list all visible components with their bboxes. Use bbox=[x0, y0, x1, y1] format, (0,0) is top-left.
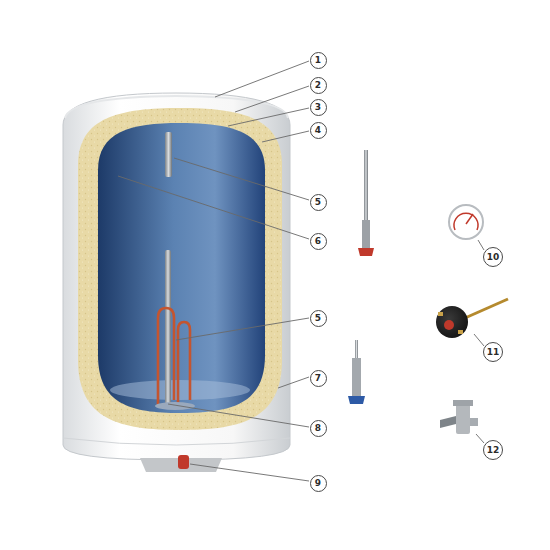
callout-text: 11 bbox=[487, 348, 500, 357]
valve-outlet bbox=[470, 418, 478, 426]
sensor-cap bbox=[348, 396, 365, 404]
callout-text: 2 bbox=[315, 81, 321, 90]
callout-text: 1 bbox=[315, 56, 321, 65]
thermostat-dial bbox=[444, 320, 454, 330]
callout-number: 3 bbox=[310, 99, 327, 116]
inner-tank bbox=[98, 123, 265, 413]
callout-number: 11 bbox=[483, 342, 503, 362]
callout-number: 1 bbox=[310, 52, 327, 69]
callout-text: 7 bbox=[315, 374, 321, 383]
anode-rod bbox=[165, 132, 172, 177]
thermostat-probe bbox=[465, 299, 508, 318]
tank-bottom-shade bbox=[110, 380, 250, 400]
spare-anode-cap bbox=[358, 248, 374, 256]
insulation bbox=[78, 108, 282, 430]
valve-top bbox=[453, 400, 473, 406]
thermostat-terminal bbox=[438, 312, 443, 316]
callout-number: 5 bbox=[310, 194, 327, 211]
element-sheath bbox=[165, 250, 171, 405]
element-flange bbox=[155, 402, 195, 410]
callout-text: 8 bbox=[315, 424, 321, 433]
callout-number: 4 bbox=[310, 122, 327, 139]
callout-text: 5 bbox=[315, 314, 321, 323]
callout-number: 6 bbox=[310, 233, 327, 250]
thermometer-needle bbox=[466, 214, 473, 224]
callout-number: 5 bbox=[310, 310, 327, 327]
callout-text: 4 bbox=[315, 126, 321, 135]
callout-number: 7 bbox=[310, 370, 327, 387]
callout-text: 3 bbox=[315, 103, 321, 112]
callout-text: 5 bbox=[315, 198, 321, 207]
control-knob bbox=[178, 455, 189, 469]
callout-number: 2 bbox=[310, 77, 327, 94]
shell-band bbox=[63, 438, 290, 445]
heating-element bbox=[158, 308, 190, 405]
callout-number: 12 bbox=[483, 440, 503, 460]
callout-number: 9 bbox=[310, 475, 327, 492]
spare-anode-body bbox=[362, 220, 370, 248]
callout-number: 10 bbox=[483, 247, 503, 267]
thermometer-scale bbox=[454, 213, 478, 230]
thermometer bbox=[449, 205, 483, 239]
valve-body bbox=[456, 404, 470, 434]
callout-text: 10 bbox=[487, 253, 500, 262]
sensor-body bbox=[352, 358, 361, 396]
callout-number: 8 bbox=[310, 420, 327, 437]
sensor-rod bbox=[355, 340, 358, 360]
callout-text: 12 bbox=[487, 446, 500, 455]
valve-lever bbox=[440, 416, 456, 428]
thermostat-terminal bbox=[458, 330, 463, 334]
leader-lines bbox=[118, 61, 484, 481]
callout-text: 6 bbox=[315, 237, 321, 246]
thermostat bbox=[436, 306, 468, 338]
callout-text: 9 bbox=[315, 479, 321, 488]
